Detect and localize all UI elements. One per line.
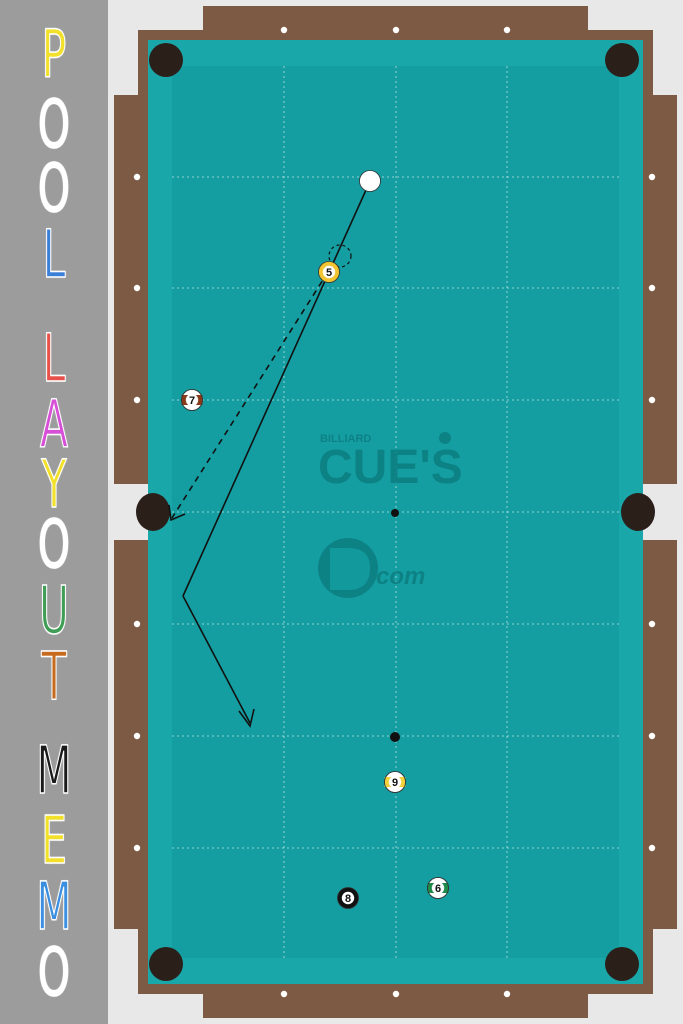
ball-8-label: 8 <box>345 893 351 905</box>
cue-ball-rebound-path <box>182 595 251 724</box>
pocket-middle-left[interactable] <box>136 493 170 531</box>
object-ball-path <box>171 271 329 519</box>
diamond-left-2 <box>133 396 141 404</box>
title-letter-4: L <box>42 320 66 397</box>
diamond-right-2 <box>648 396 656 404</box>
pocket-bottom-right[interactable] <box>605 947 639 981</box>
diamond-right-3 <box>648 620 656 628</box>
logo-small-text: BILLIARD <box>320 433 371 445</box>
logo-big-text: CUE'S <box>318 441 463 494</box>
object-ball-arrowhead <box>168 504 186 522</box>
foot-spot <box>390 732 400 742</box>
diamond-bottom-2 <box>503 990 511 998</box>
title-letter-0: P <box>41 16 67 93</box>
ball-9[interactable]: 9 <box>384 771 406 793</box>
ball-5[interactable]: 5 <box>318 261 340 283</box>
cues-logo: BILLIARD CUE'S com <box>318 432 463 598</box>
diamond-left-3 <box>133 620 141 628</box>
rebound-arrowhead <box>238 708 255 728</box>
center-spot <box>391 509 399 517</box>
ball-8[interactable]: 8 <box>337 887 359 909</box>
diamond-top-2 <box>503 26 511 34</box>
diamond-right-1 <box>648 284 656 292</box>
rail-diamonds <box>133 26 656 998</box>
title-letter-10: M <box>36 732 72 809</box>
table-spots <box>390 509 400 742</box>
pocket-top-right[interactable] <box>605 43 639 77</box>
ghost-ball <box>328 244 352 268</box>
pocket-top-left[interactable] <box>149 43 183 77</box>
ball-9-label: 9 <box>392 777 398 789</box>
diamond-left-4 <box>133 732 141 740</box>
ball-7-label: 7 <box>189 395 195 407</box>
title-letter-8: U <box>39 572 70 649</box>
cue-ball[interactable] <box>359 170 381 192</box>
diamond-left-5 <box>133 844 141 852</box>
pocket-middle-right[interactable] <box>621 493 655 531</box>
title-letter-13: O <box>37 934 71 1011</box>
title-letter-11: E <box>41 802 68 879</box>
ball-6[interactable]: 6 <box>427 877 449 899</box>
logo-sub-text: com <box>376 563 425 590</box>
title-letter-12: M <box>36 868 72 945</box>
balls[interactable]: 5 7 9 8 6 <box>181 170 449 909</box>
diamond-right-4 <box>648 732 656 740</box>
logo-ball-icon <box>439 432 451 444</box>
shot-lines <box>168 189 367 728</box>
diamond-bottom-0 <box>280 990 288 998</box>
diamond-bottom-1 <box>392 990 400 998</box>
ball-5-label: 5 <box>326 267 332 279</box>
cue-ball-path <box>182 189 367 597</box>
title-letter-1: O <box>37 86 71 163</box>
ball-7[interactable]: 7 <box>181 389 203 411</box>
title-letter-9: T <box>41 638 67 715</box>
diamond-top-1 <box>392 26 400 34</box>
pockets[interactable] <box>136 43 655 981</box>
title-letter-5: A <box>40 386 69 463</box>
diamond-left-0 <box>133 173 141 181</box>
title-letter-2: O <box>37 150 71 227</box>
title-letter-7: O <box>37 506 71 583</box>
title-letter-3: L <box>42 216 66 293</box>
diamond-top-0 <box>280 26 288 34</box>
pool-table-canvas[interactable]: BILLIARD CUE'S com 5 7 9 8 6 <box>108 0 683 1024</box>
pool-table[interactable]: BILLIARD CUE'S com 5 7 9 8 6 <box>108 0 683 1024</box>
pocket-bottom-left[interactable] <box>149 947 183 981</box>
diamond-left-1 <box>133 284 141 292</box>
ball-6-label: 6 <box>435 883 441 895</box>
diamond-right-0 <box>648 173 656 181</box>
title-letter-6: Y <box>41 446 67 523</box>
diamond-right-5 <box>648 844 656 852</box>
